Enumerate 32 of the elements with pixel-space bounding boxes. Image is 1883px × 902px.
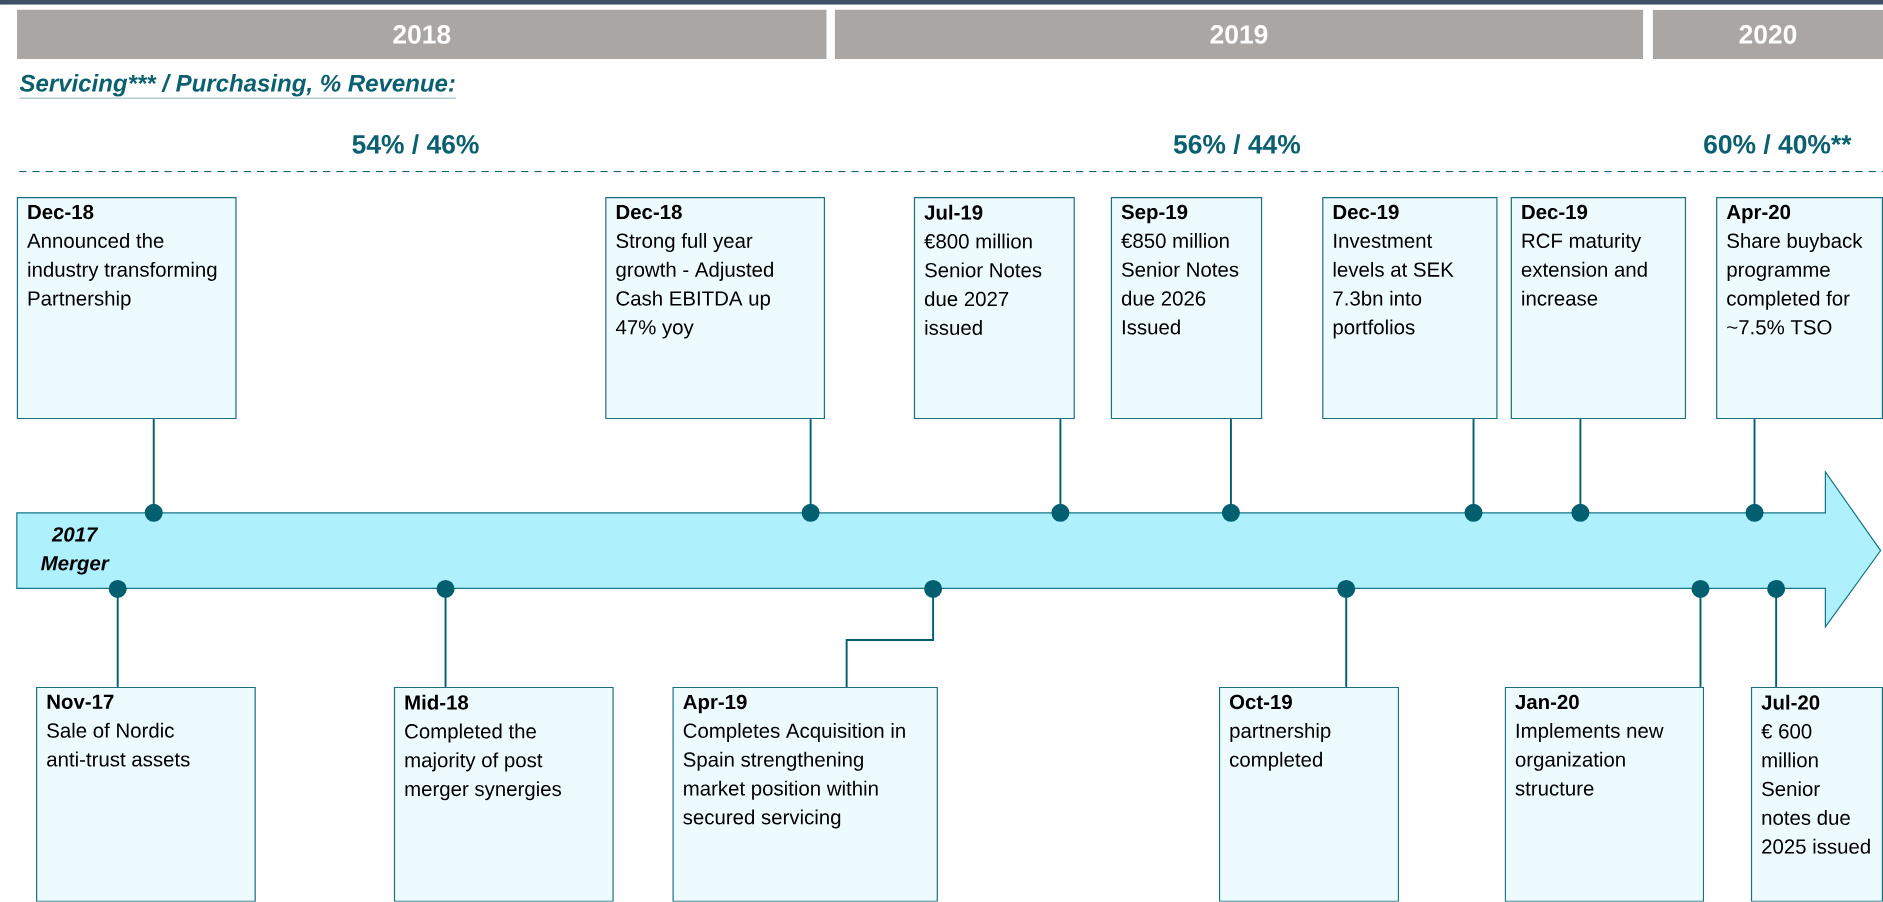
event-box: Dec-18 Strong full year growth - Adjusted Cash EBITDA up 47% yoy <box>605 197 826 420</box>
leader-line <box>436 579 455 688</box>
event-box: Oct-19 partnership completed <box>1218 686 1400 902</box>
leader-line <box>801 418 820 522</box>
leader-line <box>1337 579 1356 688</box>
leader-line <box>845 579 943 688</box>
event-box: Apr-20 Share buyback programme completed for ~7.5% TSO <box>1716 197 1883 420</box>
event-box: Jul-20 € 600 million Senior notes due 2025 issued <box>1750 686 1883 902</box>
year-bar: 2019 <box>834 9 1644 60</box>
leader-line <box>1051 418 1070 522</box>
event-box: Apr-19 Completes Acquisition in Spain strengthening market position within secured servicing <box>672 686 938 902</box>
leader-line <box>1767 579 1786 688</box>
percentage-split: 60% / 40%** <box>1704 134 1852 154</box>
year-bar: 2020 <box>1652 9 1883 60</box>
percentage-split: 54% / 46% <box>352 134 479 154</box>
leader-line <box>1464 418 1483 522</box>
event-box: Jan-20 Implements new organization structure <box>1504 686 1705 902</box>
leader-line <box>144 418 163 522</box>
event-box: Sep-19 €850 million Senior Notes due 2026 Issued <box>1110 197 1263 420</box>
leader-line <box>1571 418 1590 522</box>
year-bar: 2018 <box>17 9 827 60</box>
event-box: Jul-19 €800 million Senior Notes due 2027 issued <box>913 197 1075 420</box>
leader-line <box>1221 418 1240 522</box>
leader-line <box>108 579 127 688</box>
leader-line <box>1691 579 1710 688</box>
event-box: Dec-18 Announced the industry transforming Partnership <box>16 197 237 420</box>
event-box: Nov-17 Sale of Nordic anti-trust assets <box>36 686 256 902</box>
percentage-split: 56% / 44% <box>1173 134 1301 154</box>
event-box: Mid-18 Completed the majority of post merger synergies <box>393 686 614 902</box>
event-box: Dec-19 RCF maturity extension and increase <box>1510 197 1687 420</box>
leader-line <box>1745 418 1764 522</box>
event-box: Dec-19 Investment levels at SEK 7.3bn into portfolios <box>1322 197 1498 420</box>
